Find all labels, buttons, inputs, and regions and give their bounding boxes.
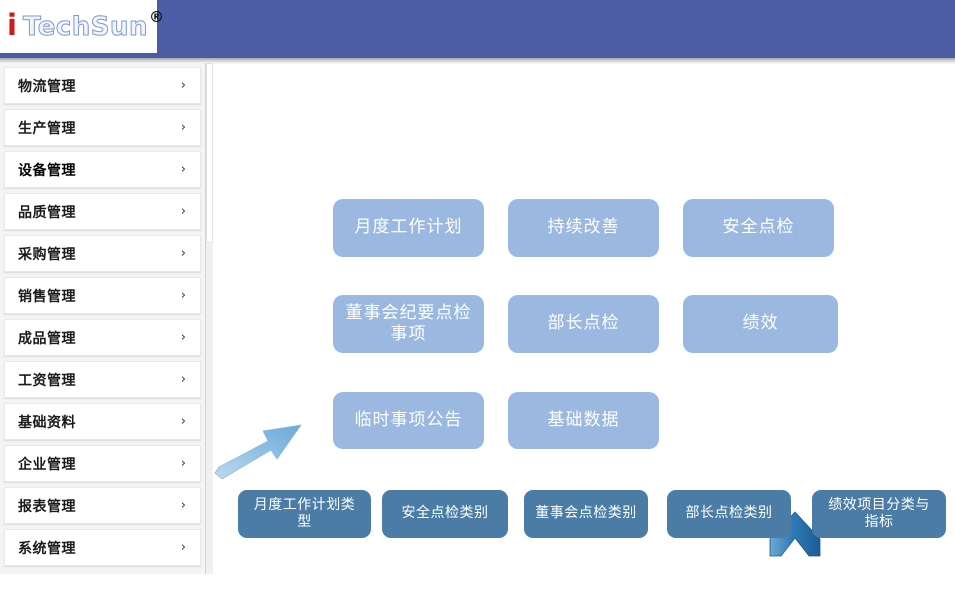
chevron-right-icon: › [180, 120, 186, 135]
sidebar-item-label: 基础资料 [18, 414, 76, 431]
node-card-label: 基础数据 [547, 409, 620, 430]
sidebar-item-7[interactable]: 工资管理 › [4, 361, 201, 398]
sidebar-item-label: 系统管理 [18, 540, 76, 557]
sidebar-item-label: 报表管理 [18, 498, 76, 515]
chevron-right-icon: › [180, 162, 186, 177]
node-card-6[interactable]: 临时事项公告 [333, 392, 484, 449]
node-card-label: 部长点检 [547, 313, 620, 334]
sidebar-menu: 物流管理 › 生产管理 › 设备管理 › 品质管理 › 采购管理 › 销售管理 › 成品管理 › 工资管理 ›… [0, 63, 206, 574]
logo-wordmark: TechSun [22, 11, 149, 42]
node-card-label: 持续改善 [547, 217, 620, 238]
node-card-label: 安全点检 [722, 217, 795, 238]
node-card-9[interactable]: 安全点检类别 [382, 490, 508, 538]
sidebar-item-0[interactable]: 物流管理 › [4, 67, 201, 104]
node-card-4[interactable]: 部长点检 [508, 295, 659, 353]
sidebar-item-label: 品质管理 [18, 204, 76, 221]
sidebar-scrollbar-thumb[interactable] [206, 63, 213, 243]
registered-trademark-icon: ® [149, 8, 165, 26]
header-underline-divider [0, 58, 955, 64]
node-card-2[interactable]: 安全点检 [683, 199, 834, 257]
sidebar-item-11[interactable]: 系统管理 › [4, 529, 201, 566]
node-card-label: 月度工作计划类型 [253, 496, 356, 531]
node-card-8[interactable]: 月度工作计划类型 [238, 490, 371, 538]
sidebar-item-6[interactable]: 成品管理 › [4, 319, 201, 356]
node-card-5[interactable]: 绩效 [683, 295, 838, 353]
sidebar-item-9[interactable]: 企业管理 › [4, 445, 201, 482]
chevron-right-icon: › [180, 330, 186, 345]
node-card-label: 董事会纪要点检事项 [345, 302, 472, 344]
chevron-right-icon: › [180, 498, 186, 513]
sidebar-item-label: 销售管理 [18, 288, 76, 305]
sidebar-item-2[interactable]: 设备管理 › [4, 151, 201, 188]
sidebar-item-label: 采购管理 [18, 246, 76, 263]
diagonal-pointer-arrow-icon [214, 424, 302, 479]
chevron-right-icon: › [180, 456, 186, 471]
app-logo[interactable]: i TechSun ® [0, 0, 164, 53]
sidebar-item-label: 工资管理 [18, 372, 76, 389]
node-card-label: 临时事项公告 [354, 409, 463, 430]
node-card-label: 安全点检类别 [401, 505, 489, 522]
node-card-11[interactable]: 部长点检类别 [667, 490, 791, 538]
node-card-label: 部长点检类别 [685, 505, 773, 522]
chevron-right-icon: › [180, 246, 186, 261]
node-card-1[interactable]: 持续改善 [508, 199, 659, 257]
sidebar-item-4[interactable]: 采购管理 › [4, 235, 201, 272]
sidebar-item-label: 生产管理 [18, 120, 76, 137]
node-card-3[interactable]: 董事会纪要点检事项 [333, 295, 484, 353]
node-card-12[interactable]: 绩效项目分类与指标 [812, 490, 946, 538]
node-card-10[interactable]: 董事会点检类别 [524, 490, 648, 538]
node-card-label: 绩效 [742, 313, 779, 334]
node-card-7[interactable]: 基础数据 [508, 392, 659, 449]
chevron-up-arrow-icon [769, 511, 821, 557]
sidebar-item-1[interactable]: 生产管理 › [4, 109, 201, 146]
sidebar-item-8[interactable]: 基础资料 › [4, 403, 201, 440]
chevron-right-icon: › [180, 540, 186, 555]
chevron-right-icon: › [180, 204, 186, 219]
chevron-right-icon: › [180, 372, 186, 387]
chevron-right-icon: › [180, 288, 186, 303]
logo-letter-i: i [7, 8, 17, 42]
sidebar-item-label: 物流管理 [18, 78, 76, 95]
app-header: i TechSun ® [0, 0, 955, 58]
node-card-label: 董事会点检类别 [535, 505, 637, 522]
sidebar-item-label: 企业管理 [18, 456, 76, 473]
chevron-right-icon: › [180, 78, 186, 93]
sidebar-item-10[interactable]: 报表管理 › [4, 487, 201, 524]
sidebar-item-label: 成品管理 [18, 330, 76, 347]
sidebar-item-3[interactable]: 品质管理 › [4, 193, 201, 230]
sidebar-scrollbar-track[interactable] [206, 63, 213, 574]
sidebar-item-label: 设备管理 [18, 162, 76, 179]
chevron-right-icon: › [180, 414, 186, 429]
node-card-0[interactable]: 月度工作计划 [333, 199, 484, 257]
node-card-label: 月度工作计划 [354, 217, 463, 238]
node-card-label: 绩效项目分类与指标 [828, 496, 930, 531]
sidebar-item-5[interactable]: 销售管理 › [4, 277, 201, 314]
